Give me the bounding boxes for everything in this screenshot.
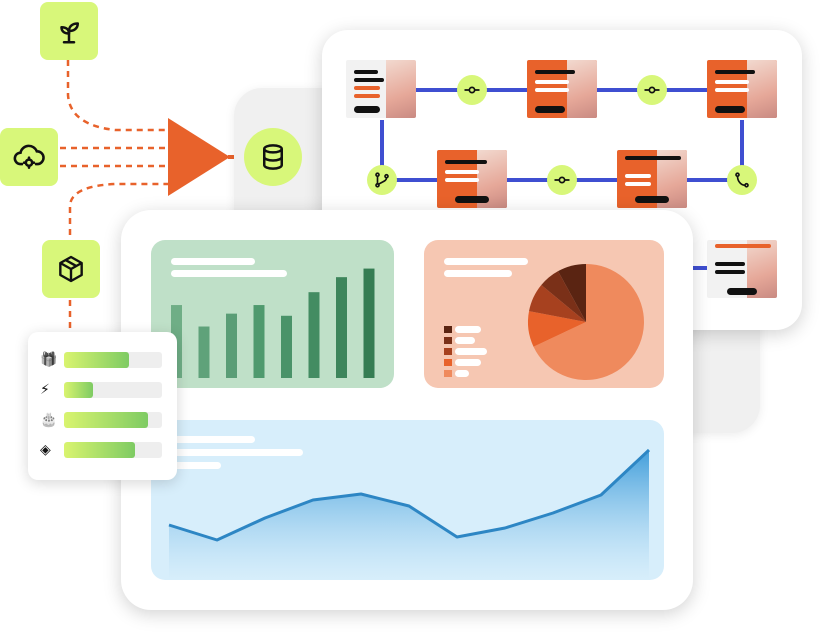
- box-icon-box: [42, 240, 100, 298]
- bar-chart-panel: [151, 240, 394, 388]
- commit-icon: [464, 86, 480, 94]
- commit-icon: [644, 86, 660, 94]
- legend-progress-4: [64, 442, 162, 458]
- area-fill: [169, 450, 649, 580]
- area-chart: [168, 448, 651, 580]
- workflow-node-4[interactable]: [437, 150, 507, 208]
- git-branch-icon: [375, 172, 389, 188]
- workflow-node-3[interactable]: [707, 60, 777, 118]
- pie-chart: [528, 264, 644, 380]
- sprout-icon-box: [40, 2, 98, 60]
- workflow-node-6[interactable]: [707, 240, 777, 298]
- connector-commit-1[interactable]: [457, 75, 487, 105]
- box-icon: [59, 255, 83, 283]
- area-chart-panel: [151, 420, 664, 580]
- legend-progress-1: [64, 352, 162, 368]
- bar-6: [308, 292, 320, 378]
- connector-branch-1[interactable]: [367, 165, 397, 195]
- workflow-node-5[interactable]: [617, 150, 687, 208]
- connector-commit-3[interactable]: [547, 165, 577, 195]
- pie-slice-4: [541, 271, 586, 322]
- cloud-gear-icon: [13, 144, 45, 169]
- workflow-node-1[interactable]: [346, 60, 416, 118]
- bar-chart: [171, 268, 375, 378]
- pie-slice-3: [529, 285, 586, 322]
- connector-commit-2[interactable]: [637, 75, 667, 105]
- bar-3: [226, 313, 237, 378]
- commit-icon: [554, 176, 570, 184]
- legend-progress-3: [64, 412, 162, 428]
- pie-chart-panel: [424, 240, 664, 388]
- pie-slice-1: [533, 264, 644, 380]
- bar-7: [336, 277, 347, 378]
- bar-8: [363, 268, 375, 378]
- legend-progress-2: [64, 382, 162, 398]
- box-icon: ◈: [40, 442, 51, 458]
- cake-icon: 🎂: [40, 412, 58, 428]
- workflow-node-2[interactable]: [527, 60, 597, 118]
- area-line: [168, 448, 651, 542]
- database-icon: [263, 144, 283, 170]
- database-node: [244, 128, 302, 186]
- bar-4: [253, 305, 265, 378]
- sprout-icon: [60, 22, 79, 44]
- bar-5: [281, 315, 292, 378]
- connector-merge-1[interactable]: [727, 165, 757, 195]
- git-merge-icon: [735, 172, 749, 188]
- cloud-gear-icon-box: [0, 128, 58, 186]
- gift-icon: 🎁: [40, 352, 58, 368]
- pie-slice-5: [558, 264, 586, 322]
- pie-slice-2: [528, 311, 586, 347]
- lightning-icon: ⚡: [40, 382, 50, 398]
- bar-2: [198, 326, 210, 378]
- legend-card: 🎁 ⚡ 🎂 ◈: [28, 332, 177, 480]
- funnel-triangle-icon: [168, 118, 230, 196]
